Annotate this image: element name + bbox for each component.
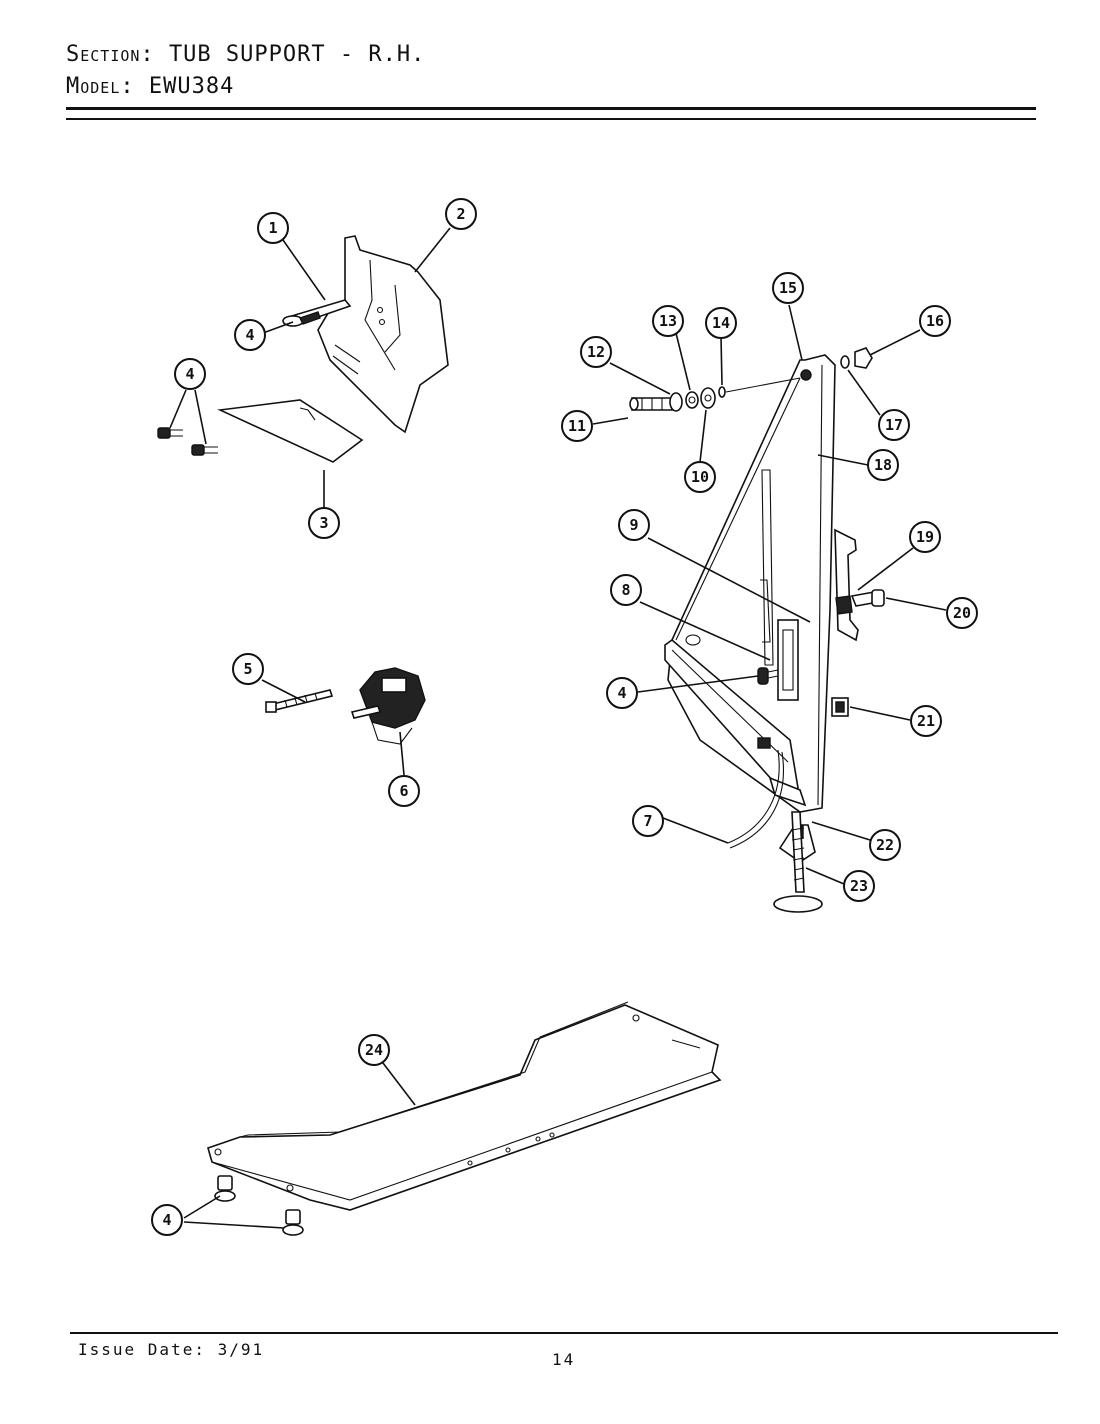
issue-date: Issue Date: 3/91 [78,1340,265,1359]
callout-8: 8 [610,574,642,606]
svg-text:17: 17 [885,416,903,434]
callout-4-plate-screws: 4 [174,358,206,390]
callout-7: 7 [632,805,664,837]
bracket-part-19 [834,528,859,642]
callout-5: 5 [232,653,264,685]
rail-part-24 [207,1001,722,1211]
svg-text:22: 22 [876,836,894,854]
leader-lines [169,227,947,1229]
svg-text:15: 15 [779,279,797,297]
callout-11: 11 [561,410,593,442]
svg-text:12: 12 [587,343,605,361]
header-rule-thin [66,118,1036,120]
model-label: Model: [66,74,135,99]
callout-22: 22 [869,829,901,861]
callout-13: 13 [652,305,684,337]
model-value: EWU384 [148,74,235,99]
callout-1: 1 [257,212,289,244]
svg-text:9: 9 [629,516,638,534]
callout-6: 6 [388,775,420,807]
hole-part-15 [800,369,812,381]
block-part-6 [350,667,426,745]
bolt-part-20 [850,589,885,607]
callout-14: 14 [705,307,737,339]
bolt-part-5 [265,689,334,713]
callout-2: 2 [445,198,477,230]
washer-part-14 [718,386,726,398]
svg-text:5: 5 [243,660,252,678]
washer-part-13 [685,391,699,409]
svg-text:4: 4 [162,1211,171,1229]
svg-text:1: 1 [268,219,277,237]
svg-text:3: 3 [319,514,328,532]
callout-21: 21 [910,705,942,737]
svg-text:24: 24 [365,1041,383,1059]
plate-part-3 [217,399,364,463]
header-rule-thick [66,107,1036,110]
svg-text:16: 16 [926,312,944,330]
footer-rule [70,1332,1058,1334]
callout-10: 10 [684,461,716,493]
callout-23: 23 [843,870,875,902]
callout-4-arm-screw: 4 [234,319,266,351]
page-number: 14 [552,1350,576,1369]
washer-part-17 [840,355,850,369]
clip-part-21 [831,697,849,717]
svg-text:8: 8 [621,581,630,599]
svg-text:23: 23 [850,877,868,895]
screw-part-4c [757,667,779,685]
washer-part-12 [669,392,683,412]
callout-9: 9 [618,509,650,541]
callout-17: 17 [878,409,910,441]
washer-part-10 [700,387,716,409]
callout-20: 20 [946,597,978,629]
svg-text:21: 21 [917,712,935,730]
clip-part-9 [777,619,799,701]
svg-text:11: 11 [568,417,586,435]
svg-text:10: 10 [691,468,709,486]
svg-text:18: 18 [874,456,892,474]
callout-15: 15 [772,272,804,304]
svg-text:2: 2 [456,205,465,223]
callout-12: 12 [580,336,612,368]
callout-4-rail-screws: 4 [151,1204,183,1236]
bolt-part-11 [629,397,673,411]
foot-plate [664,638,807,807]
callout-24: 24 [358,1034,390,1066]
svg-text:20: 20 [953,604,971,622]
svg-text:19: 19 [916,528,934,546]
screw-part-4d [214,1175,304,1236]
callout-3: 3 [308,507,340,539]
svg-text:14: 14 [712,314,730,332]
callout-18: 18 [867,449,899,481]
svg-text:7: 7 [643,812,652,830]
leg-part-23 [773,811,823,913]
rod-part-7 [727,737,784,849]
bracket-part-2 [317,235,449,434]
callout-4-support-screw: 4 [606,677,638,709]
nut-part-16 [854,347,873,369]
svg-text:4: 4 [617,684,626,702]
svg-text:13: 13 [659,312,677,330]
svg-text:4: 4 [245,326,254,344]
callout-19: 19 [909,521,941,553]
arm-part-1 [282,299,352,327]
screw-part-4a [157,427,218,456]
section-value: TUB SUPPORT - R.H. [168,42,426,67]
section-label: Section: [66,42,155,67]
svg-text:6: 6 [399,782,408,800]
svg-text:4: 4 [185,365,194,383]
model-heading: Model: EWU384 [66,74,234,99]
assembly-guide-line [675,377,801,641]
section-heading: Section: TUB SUPPORT - R.H. [66,42,425,67]
callout-16: 16 [919,305,951,337]
